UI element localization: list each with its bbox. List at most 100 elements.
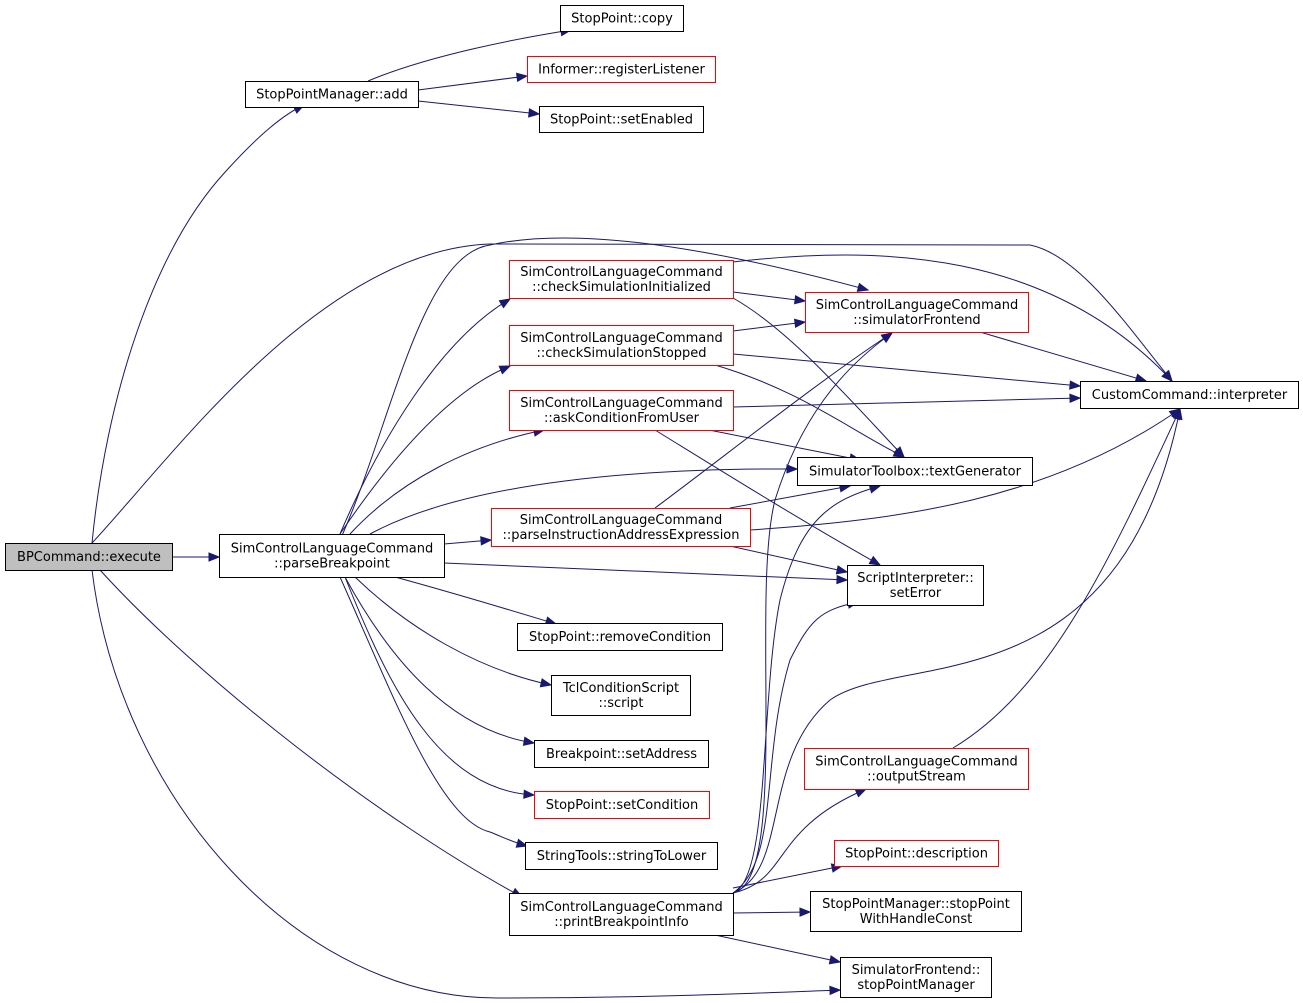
node-copy[interactable]: StopPoint::copy: [560, 5, 684, 32]
node-set-condition[interactable]: StopPoint::setCondition: [534, 791, 710, 819]
node-string-to-lower[interactable]: StringTools::stringToLower: [525, 842, 718, 870]
node-stop-point-with-handle[interactable]: StopPointManager::stopPointWithHandleCon…: [810, 891, 1022, 932]
node-label: SimControlLanguageCommand: [520, 396, 723, 411]
node-label: ScriptInterpreter::: [857, 571, 974, 586]
node-register-listener[interactable]: Informer::registerListener: [527, 56, 716, 83]
edge-check-sim-stopped-to-interpreter: [732, 353, 1082, 390]
node-print-breakpoint-info[interactable]: SimControlLanguageCommand::printBreakpoi…: [509, 893, 734, 936]
node-label: StopPointManager::add: [256, 88, 408, 103]
edge-line: [749, 408, 1181, 531]
arrow-head-icon: [786, 464, 799, 474]
edge-line: [732, 601, 859, 894]
node-box: [509, 260, 734, 299]
arrow-head-icon: [522, 736, 536, 746]
edge-check-sim-init-to-interpreter: [732, 254, 1173, 382]
node-box: [810, 891, 1022, 932]
edge-parse-breakpoint-to-string-to-lower: [339, 576, 529, 848]
node-tcl-script[interactable]: TclConditionScript::script: [551, 675, 691, 716]
node-set-error[interactable]: ScriptInterpreter::setError: [847, 565, 984, 606]
edge-line: [344, 576, 535, 744]
node-label: SimControlLanguageCommand: [520, 265, 723, 280]
node-sim-frontend[interactable]: SimControlLanguageCommand::simulatorFron…: [805, 292, 1029, 333]
edge-line: [91, 243, 1173, 544]
node-label: TclConditionScript: [562, 681, 679, 696]
edge-line: [99, 569, 523, 898]
node-box: [539, 106, 704, 133]
node-label: StopPoint::setCondition: [546, 798, 699, 813]
node-label: ::checkSimulationInitialized: [532, 280, 711, 295]
node-box: [840, 957, 992, 998]
node-stop-point-manager[interactable]: SimulatorFrontend::stopPointManager: [840, 957, 992, 998]
node-label: BPCommand::execute: [17, 550, 161, 565]
node-execute[interactable]: BPCommand::execute: [5, 543, 173, 571]
edge-line: [729, 545, 848, 573]
node-parse-breakpoint[interactable]: SimControlLanguageCommand::parseBreakpoi…: [219, 534, 445, 578]
node-set-address[interactable]: Breakpoint::setAddress: [534, 740, 709, 768]
edge-line: [349, 429, 545, 535]
node-box: [560, 5, 684, 32]
node-label: Breakpoint::setAddress: [546, 747, 697, 762]
edge-check-sim-init-to-sim-frontend: [732, 291, 807, 305]
node-set-enabled[interactable]: StopPoint::setEnabled: [539, 106, 704, 133]
node-output-stream[interactable]: SimControlLanguageCommand::outputStream: [804, 748, 1029, 790]
edge-parse-breakpoint-to-parse-instr: [443, 536, 493, 546]
edge-line: [732, 353, 1081, 387]
node-check-sim-init[interactable]: SimControlLanguageCommand::checkSimulati…: [509, 260, 734, 299]
arrow-head-icon: [835, 565, 849, 575]
node-label: StopPoint::copy: [571, 12, 673, 27]
edge-line: [91, 569, 841, 999]
node-ask-condition[interactable]: SimControlLanguageCommand::askConditionF…: [509, 390, 734, 431]
node-description[interactable]: StopPoint::description: [834, 840, 999, 867]
node-box: [805, 292, 1029, 333]
node-label: StopPointManager::stopPoint: [822, 897, 1010, 912]
node-box: [534, 791, 710, 819]
node-label: SimControlLanguageCommand: [231, 542, 434, 557]
arrow-head-icon: [793, 318, 807, 329]
edge-parse-breakpoint-to-remove-condition: [394, 576, 558, 626]
node-parse-instr[interactable]: SimControlLanguageCommand::parseInstruct…: [491, 508, 751, 547]
node-label: SimControlLanguageCommand: [520, 900, 723, 915]
edge-line: [394, 576, 557, 625]
edge-line: [952, 408, 1181, 749]
edge-line: [708, 429, 861, 461]
edge-line: [654, 332, 893, 509]
edge-line: [979, 331, 1147, 382]
arrow-head-icon: [829, 985, 842, 996]
edge-line: [732, 397, 1081, 408]
node-label: SimControlLanguageCommand: [520, 513, 723, 528]
node-box: [5, 543, 173, 571]
node-remove-condition[interactable]: StopPoint::removeCondition: [517, 623, 723, 651]
edge-sim-frontend-to-interpreter: [979, 331, 1148, 383]
edge-line: [344, 576, 535, 796]
node-interpreter[interactable]: CustomCommand::interpreter: [1080, 381, 1299, 409]
node-text-generator[interactable]: SimulatorToolbox::textGenerator: [797, 457, 1033, 486]
arrow-head-icon: [208, 552, 221, 562]
node-box: [525, 842, 718, 870]
edge-line: [417, 100, 540, 115]
edge-line: [417, 75, 528, 91]
arrow-head-icon: [868, 484, 882, 494]
edge-parse-breakpoint-to-set-address: [344, 576, 536, 746]
arrow-head-icon: [854, 788, 868, 798]
arrow-head-icon: [515, 72, 529, 83]
node-box: [1080, 381, 1299, 409]
arrow-head-icon: [1069, 393, 1082, 404]
edge-execute-to-stop-point-manager: [91, 569, 842, 999]
node-label: ::parseBreakpoint: [274, 557, 390, 572]
node-add[interactable]: StopPointManager::add: [245, 81, 419, 108]
edge-execute-to-add: [91, 104, 306, 544]
edge-parse-breakpoint-to-set-error: [443, 562, 849, 585]
edge-line: [714, 934, 841, 963]
edge-execute-to-parse-breakpoint: [172, 552, 221, 562]
node-check-sim-stopped[interactable]: SimControlLanguageCommand::checkSimulati…: [509, 325, 734, 366]
edge-line: [339, 298, 511, 535]
node-label: SimControlLanguageCommand: [520, 331, 723, 346]
edge-line: [732, 865, 843, 889]
edges-layer: [91, 26, 1183, 999]
edge-line: [367, 29, 572, 82]
edge-execute-to-sim-frontend: [339, 237, 870, 541]
node-label: ::checkSimulationStopped: [536, 346, 706, 361]
node-box: [551, 675, 691, 716]
node-label: ::outputStream: [867, 770, 966, 785]
